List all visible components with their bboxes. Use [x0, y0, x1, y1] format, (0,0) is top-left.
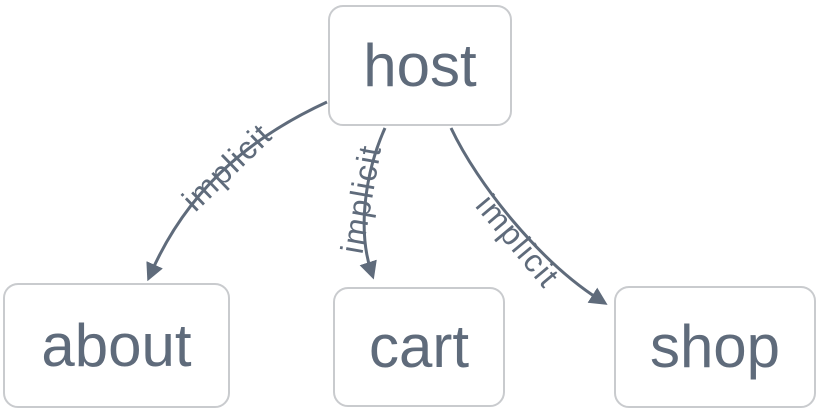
node-host-label: host	[363, 31, 477, 99]
node-about[interactable]: about	[3, 283, 230, 408]
node-host[interactable]: host	[328, 5, 512, 126]
edge-host-shop[interactable]	[449, 127, 608, 305]
edge-host-cart[interactable]	[359, 127, 387, 280]
node-cart[interactable]: cart	[333, 287, 505, 407]
node-about-label: about	[41, 311, 192, 379]
edge-host-about[interactable]	[146, 100, 328, 282]
node-shop[interactable]: shop	[614, 286, 816, 408]
node-cart-label: cart	[368, 313, 470, 380]
node-shop-label: shop	[649, 313, 781, 380]
